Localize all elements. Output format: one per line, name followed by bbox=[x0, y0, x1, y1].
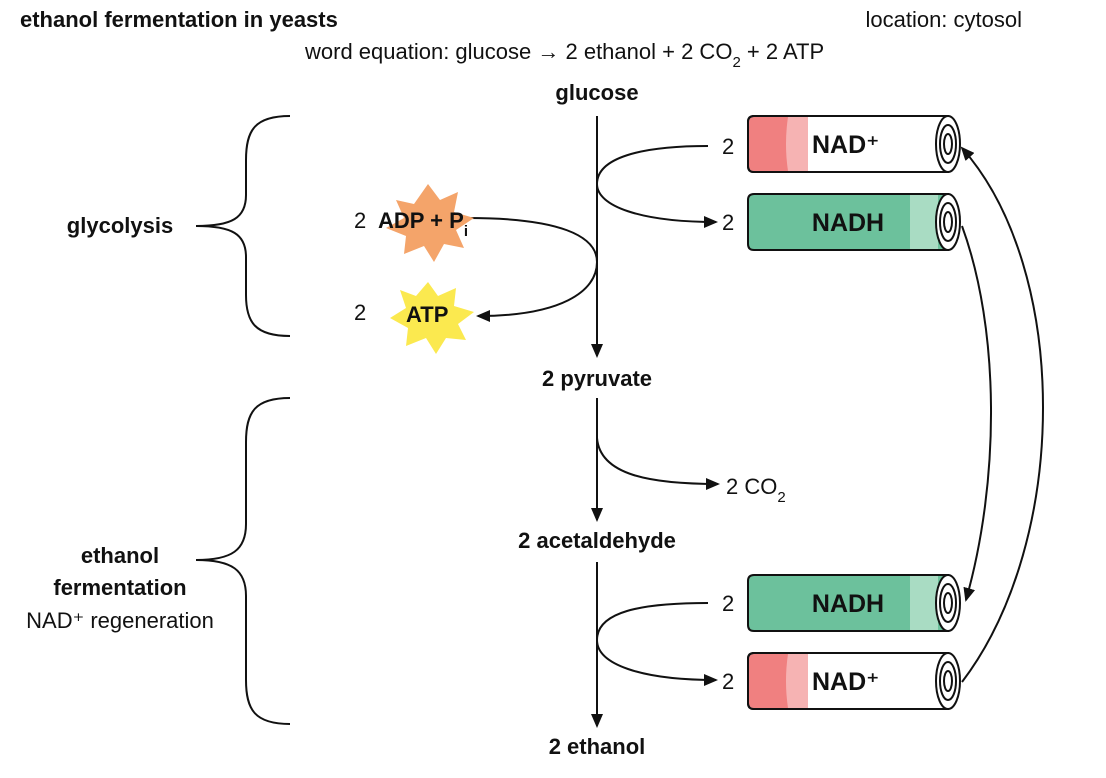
co2-release-arrow bbox=[596, 437, 720, 490]
glucose-label: glucose bbox=[555, 80, 638, 105]
nadh-top-battery: NADH bbox=[747, 193, 961, 251]
location-label: location: cytosol bbox=[865, 7, 1022, 32]
adp-coefficient: 2 bbox=[354, 208, 366, 233]
nadh-top-coefficient: 2 bbox=[722, 210, 734, 235]
nad-bottom-battery: NAD⁺ bbox=[747, 652, 961, 710]
nad-bottom-label: NAD⁺ bbox=[812, 668, 879, 696]
nad-bottom-coefficient: 2 bbox=[722, 669, 734, 694]
atp-synthesis-arrow bbox=[467, 217, 599, 322]
nad-regeneration-label: NAD⁺ regeneration bbox=[26, 608, 214, 633]
glycolysis-label: glycolysis bbox=[67, 213, 173, 238]
atp-coefficient: 2 bbox=[354, 300, 366, 325]
nadh-bottom-coefficient: 2 bbox=[722, 591, 734, 616]
diagram-title: ethanol fermentation in yeasts bbox=[20, 7, 338, 32]
co2-label: 2 CO2 bbox=[726, 474, 786, 506]
ethanol-label: 2 ethanol bbox=[549, 734, 646, 759]
nad-top-battery: NAD⁺ bbox=[747, 115, 961, 173]
atp-label: ATP bbox=[406, 302, 448, 327]
glycolysis-brace bbox=[195, 115, 291, 337]
nadh-bottom-battery: NADH bbox=[747, 574, 961, 632]
nad-top-label: NAD⁺ bbox=[812, 131, 879, 159]
adp-label: ADP + Pi bbox=[378, 208, 468, 240]
fermentation-label-line1: ethanol bbox=[81, 543, 159, 568]
fermentation-brace bbox=[195, 397, 291, 725]
atp-burst-shape bbox=[390, 282, 474, 354]
nad-top-coefficient: 2 bbox=[722, 134, 734, 159]
nadh-oxidation-arrow bbox=[595, 602, 718, 686]
adp-burst-shape bbox=[386, 184, 474, 262]
nad-reduction-arrow bbox=[595, 145, 718, 228]
acetaldehyde-label: 2 acetaldehyde bbox=[518, 528, 676, 553]
nadh-recycle-arrow bbox=[961, 225, 992, 602]
nadh-top-label: NADH bbox=[812, 209, 884, 237]
nad-recycle-arrow bbox=[960, 146, 1044, 683]
nadh-bottom-label: NADH bbox=[812, 590, 884, 618]
pyruvate-label: 2 pyruvate bbox=[542, 366, 652, 391]
fermentation-label-line2: fermentation bbox=[53, 575, 186, 600]
word-equation: word equation: glucose → 2 ethanol + 2 C… bbox=[304, 39, 824, 71]
